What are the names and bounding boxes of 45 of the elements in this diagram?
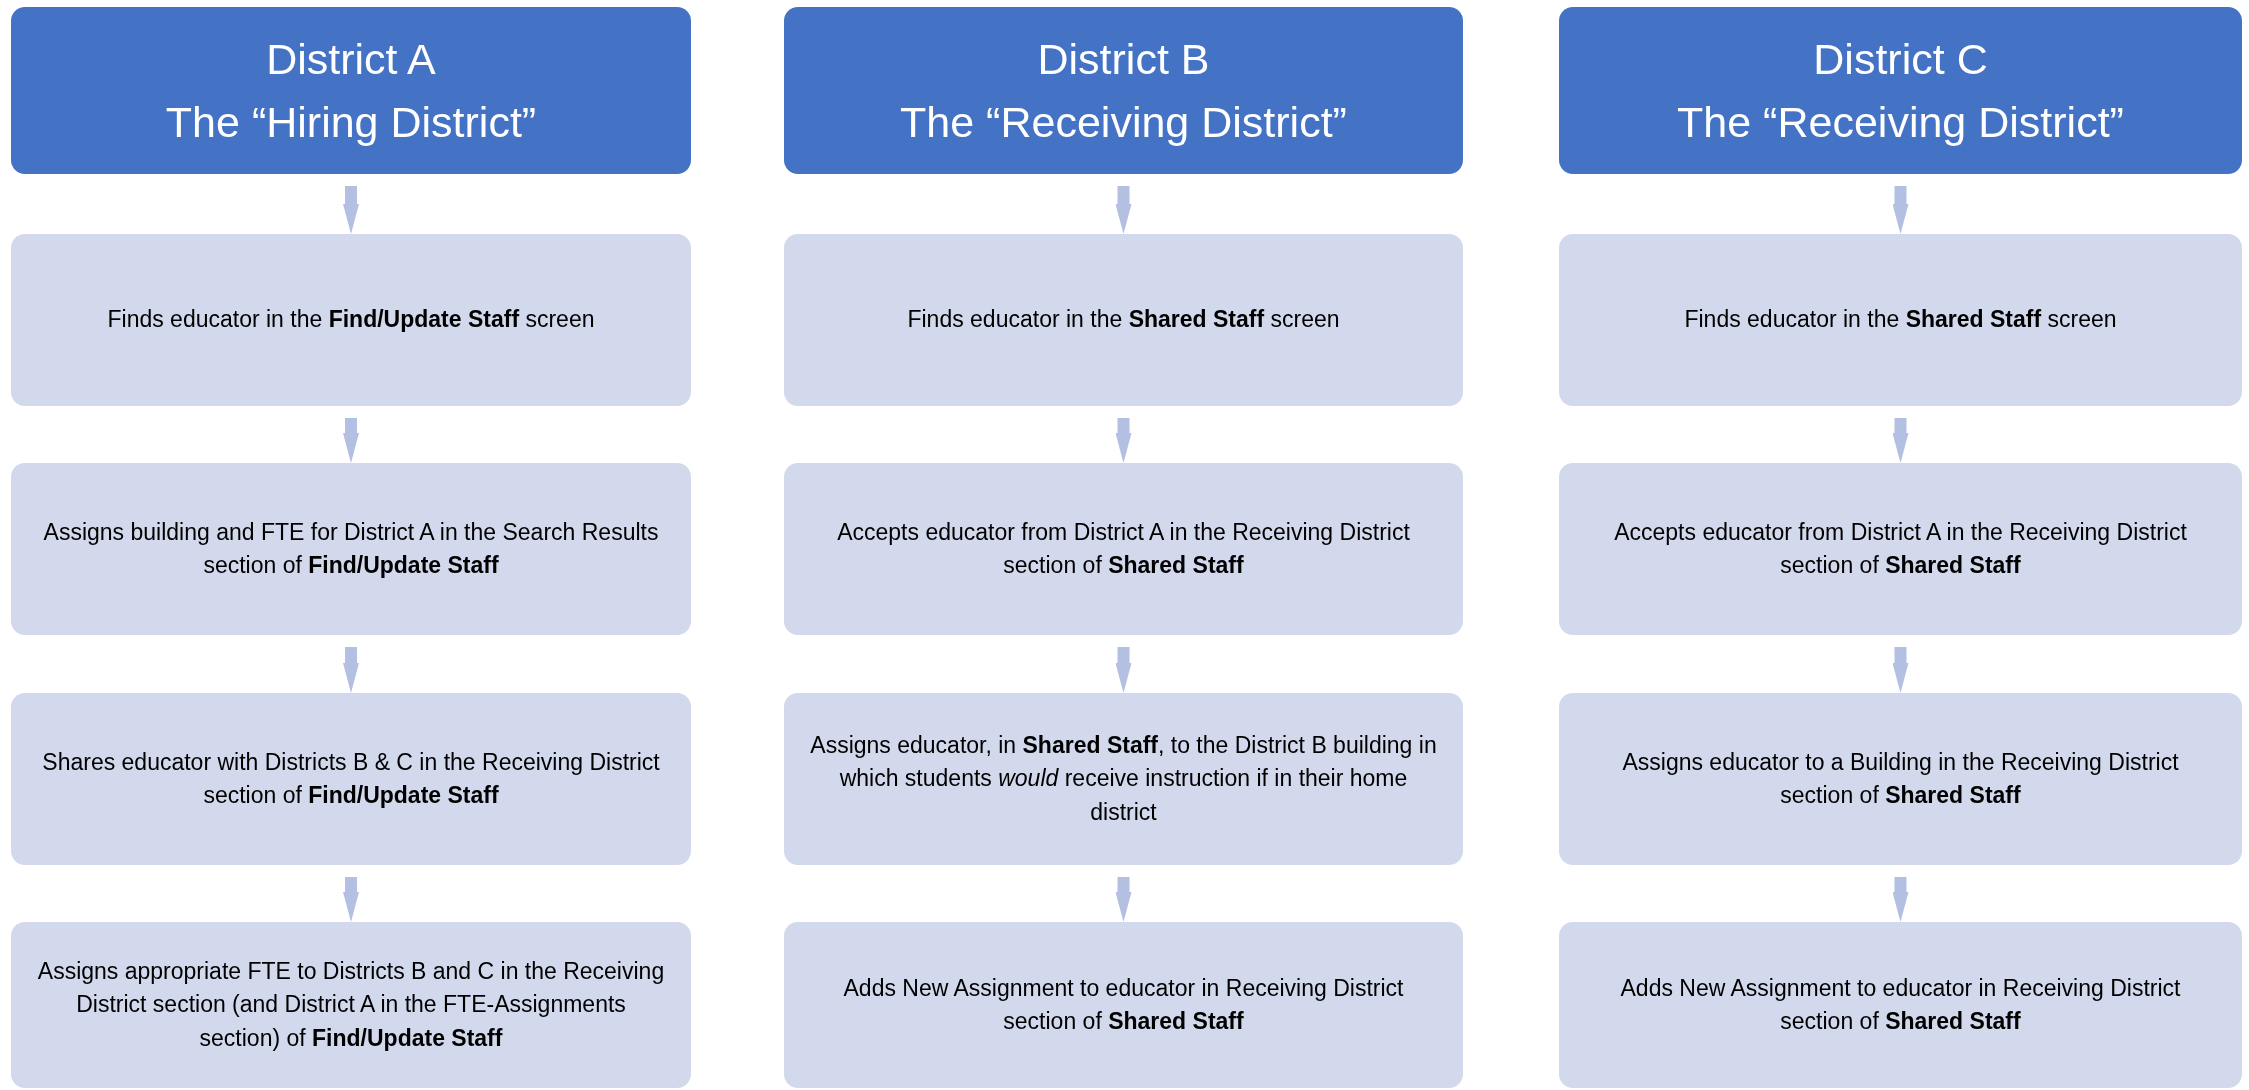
step-text: Assigns educator, in Shared Staff, to the District B building in which students would receive instruction if in their home district [810, 731, 1437, 827]
arrow [1892, 186, 1909, 234]
process-box [11, 463, 691, 635]
header-text: District C [1813, 34, 1988, 86]
step-text: Accepts educator from District A in the Receiving District section of Shared Staff [836, 517, 1411, 580]
arrow [343, 418, 359, 463]
process-box [11, 693, 691, 865]
step-text: Assigns building and FTE for District A in the Search Results section of Find/Update Staff [42, 517, 660, 580]
step-text: Accepts educator from District A in the Receiving District section of Shared Staff [1613, 517, 2188, 580]
arrow [343, 647, 359, 693]
header-text: The “Receiving District” [1677, 96, 2124, 148]
header-text: District B [1037, 34, 1210, 86]
step-text: Adds New Assignment to educator in Receiving District section of Shared Staff [842, 973, 1405, 1036]
process-box [1559, 693, 2242, 865]
header-box [1559, 7, 2242, 174]
step-text: Assigns appropriate FTE to Districts B and C in the Receiving District section (and District A in the FTE-Assignments section) of Find/Update Staff [37, 957, 665, 1053]
arrow [1115, 418, 1132, 463]
process-box [784, 463, 1463, 635]
step-text: Finds educator in the Find/Update Staff screen [107, 305, 595, 335]
process-box [1559, 922, 2242, 1088]
process-box [11, 922, 691, 1088]
arrow [1115, 647, 1132, 693]
process-box [784, 922, 1463, 1088]
process-box [784, 693, 1463, 865]
arrow [1892, 877, 1909, 922]
arrow [1115, 186, 1132, 234]
process-box [11, 234, 691, 406]
step-text: Finds educator in the Shared Staff screen [1684, 305, 2117, 335]
header-box [11, 7, 691, 174]
process-box [784, 234, 1463, 406]
process-box [1559, 234, 2242, 406]
step-text: Finds educator in the Shared Staff screen [907, 305, 1340, 335]
arrow [1115, 877, 1132, 922]
step-text: Shares educator with Districts B & C in the Receiving District section of Find/Update Staff [41, 747, 661, 810]
header-text: The “Receiving District” [900, 96, 1347, 148]
step-text: Assigns educator to a Building in the Receiving District section of Shared Staff [1621, 747, 2180, 810]
arrow [343, 186, 359, 234]
arrow [1892, 647, 1909, 693]
arrow [1892, 418, 1909, 463]
header-box [784, 7, 1463, 174]
process-box [1559, 463, 2242, 635]
header-text: The “Hiring District” [165, 96, 537, 148]
step-text: Adds New Assignment to educator in Receiving District section of Shared Staff [1619, 973, 2182, 1036]
arrow [343, 877, 359, 922]
header-text: District A [266, 34, 436, 86]
